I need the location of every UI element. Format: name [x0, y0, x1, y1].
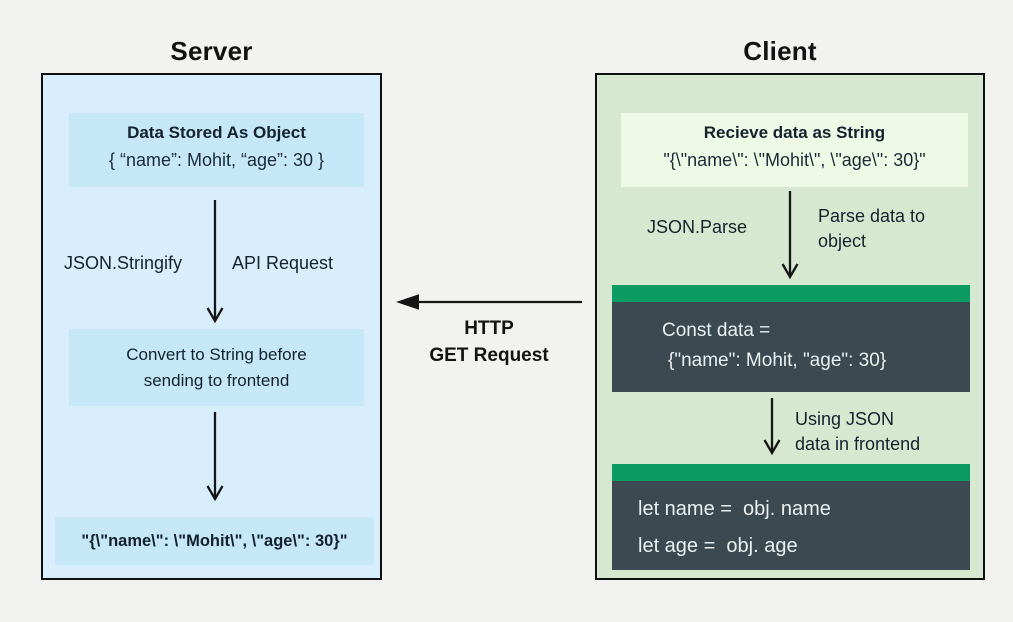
http-label-line1: HTTP — [464, 318, 514, 339]
using-json-note: Using JSON data in frontend — [795, 407, 920, 457]
server-title: Server — [170, 36, 253, 66]
server-panel: Data Stored As Object { “name”: Mohit, “… — [41, 73, 382, 580]
let-age-line: let age = obj. age — [638, 535, 798, 557]
client-receive-box: Recieve data as String "{\"name\": \"Moh… — [621, 113, 968, 187]
server-string-box: "{\"name\": \"Mohit\", \"age\": 30}" — [55, 517, 374, 565]
server-convert-line2: sending to frontend — [143, 371, 290, 390]
parse-note-line2: object — [818, 231, 867, 251]
using-note-line2: data in frontend — [795, 434, 921, 454]
client-let-box: let name = obj. name let age = obj. age — [612, 464, 970, 570]
json-stringify-label: JSON.Stringify — [64, 253, 183, 273]
server-object-box: Data Stored As Object { “name”: Mohit, “… — [69, 113, 364, 187]
const-data-line2: {"name": Mohit, "age": 30} — [668, 350, 887, 371]
code-box-green-bar — [612, 464, 970, 481]
parse-data-note: Parse data to object — [818, 204, 925, 254]
let-name-line: let name = obj. name — [638, 498, 831, 520]
client-title: Client — [743, 36, 817, 66]
api-request-label: API Request — [232, 253, 334, 273]
json-parse-label: JSON.Parse — [647, 217, 748, 237]
server-convert-line1: Convert to String before — [126, 345, 307, 364]
const-data-line1: Const data = — [662, 320, 771, 341]
code-box-green-bar — [612, 285, 970, 302]
http-get-request-label: HTTP GET Request — [399, 315, 579, 369]
http-get-arrow — [396, 294, 582, 310]
client-panel: Recieve data as String "{\"name\": \"Moh… — [595, 73, 985, 580]
using-note-line1: Using JSON — [795, 409, 895, 429]
parse-note-line1: Parse data to — [818, 206, 926, 226]
client-receive-box-title: Recieve data as String — [703, 123, 886, 142]
client-const-data-box: Const data = {"name": Mohit, "age": 30} — [612, 285, 970, 392]
http-label-line2: GET Request — [429, 345, 549, 366]
server-object-box-title: Data Stored As Object — [127, 123, 306, 142]
server-object-box-value: { “name”: Mohit, “age”: 30 } — [108, 150, 325, 170]
server-convert-box: Convert to String before sending to fron… — [69, 329, 364, 406]
client-receive-box-value: "{\"name\": \"Mohit\", \"age\": 30}" — [663, 150, 926, 170]
